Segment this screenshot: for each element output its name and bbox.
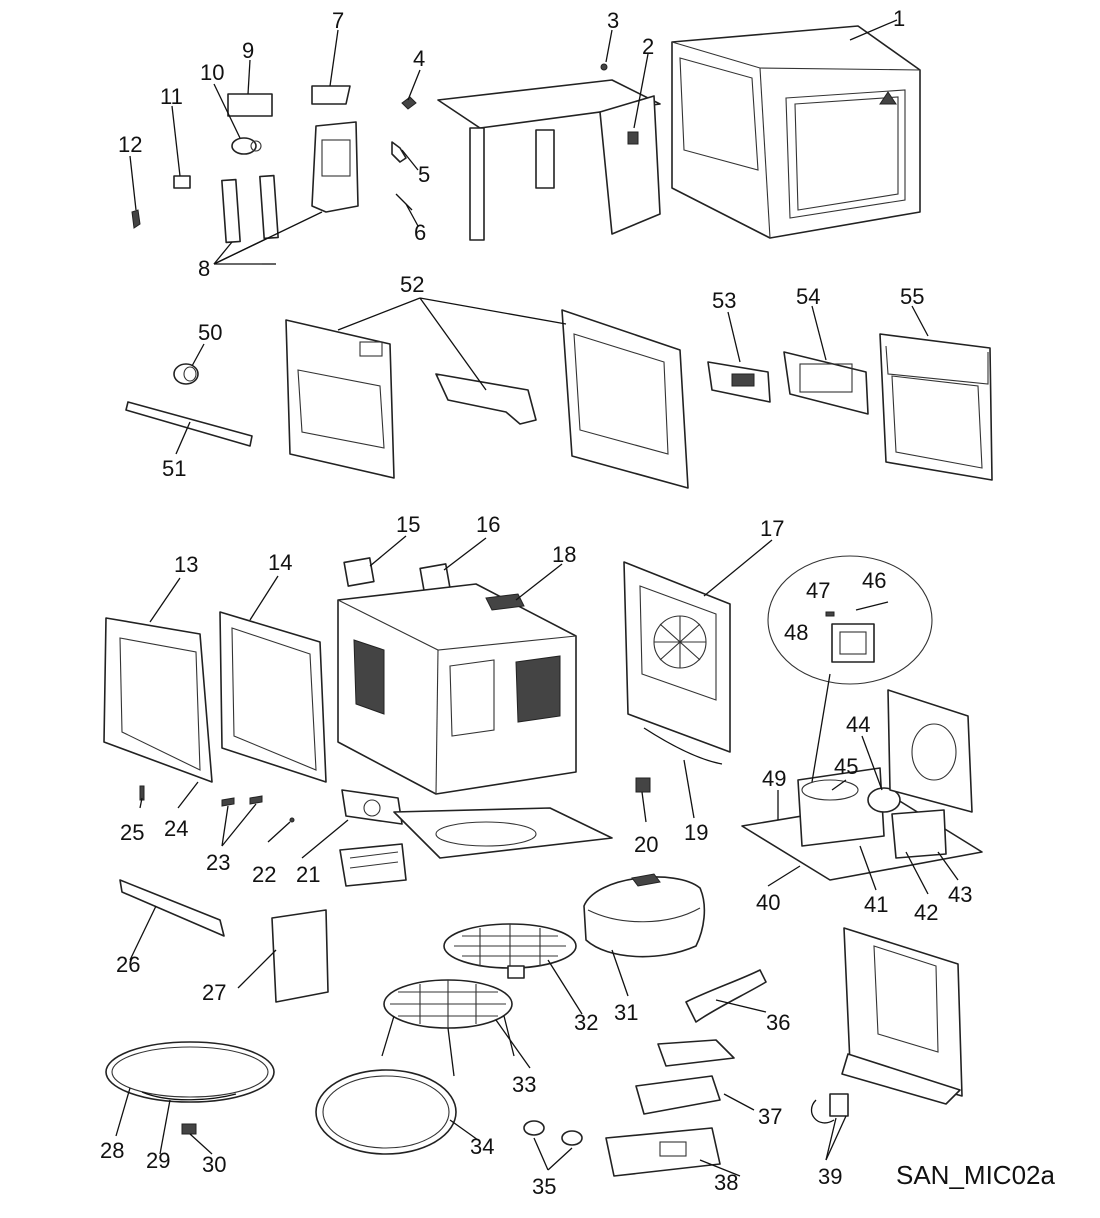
part-27-cover-plate	[271, 909, 329, 1003]
callout-25: 25	[120, 820, 144, 845]
callout-26: 26	[116, 952, 140, 977]
callout-22: 22	[252, 862, 276, 887]
parts-28-30-turntable	[105, 1041, 275, 1135]
callout-46: 46	[862, 568, 886, 593]
callout-52: 52	[400, 272, 424, 297]
callout-37: 37	[758, 1104, 782, 1129]
callout-33: 33	[512, 1072, 536, 1097]
callout-53: 53	[712, 288, 736, 313]
callout-30: 30	[202, 1152, 226, 1177]
callout-40: 40	[756, 890, 780, 915]
part-50-knob	[173, 363, 199, 385]
callout-4: 4	[413, 46, 425, 71]
callout-3: 3	[607, 8, 619, 33]
callout-48: 48	[784, 620, 808, 645]
callout-44: 44	[846, 712, 870, 737]
leaders-row-1	[129, 19, 898, 265]
part-17-back-panel-with-fan	[623, 561, 731, 753]
part-14-door-inner	[219, 611, 327, 783]
callout-13: 13	[174, 552, 198, 577]
callout-12: 12	[118, 132, 142, 157]
callout-39: 39	[818, 1164, 842, 1189]
leaders-row-3	[139, 535, 959, 895]
callout-38: 38	[714, 1170, 738, 1195]
callout-43: 43	[948, 882, 972, 907]
callout-24: 24	[164, 816, 188, 841]
callout-18: 18	[552, 542, 576, 567]
callout-32: 32	[574, 1010, 598, 1035]
callout-labels: 1 2 3 4 5 6 7 8 9 10 11 12 50 51 52 53 5…	[100, 6, 1055, 1199]
callout-14: 14	[268, 550, 292, 575]
callout-21: 21	[296, 862, 320, 887]
part-13-door-outer	[103, 617, 213, 783]
part-39-rear-cover	[810, 927, 963, 1124]
part-55-door-frame	[879, 333, 993, 481]
parts-15-16-motors	[343, 557, 451, 593]
part-32-grill-rack	[443, 923, 577, 979]
callout-51: 51	[162, 456, 186, 481]
part-33-high-rack	[381, 979, 515, 1077]
part-53-circuit-board	[707, 361, 771, 403]
callout-45: 45	[834, 754, 858, 779]
callout-7: 7	[332, 8, 344, 33]
callout-47: 47	[806, 578, 830, 603]
callout-15: 15	[396, 512, 420, 537]
part-18-cavity	[337, 583, 577, 795]
parts-19-22-misc	[139, 727, 723, 887]
leaders-row-2	[175, 297, 929, 455]
drawing-code: SAN_MIC02a	[896, 1160, 1055, 1190]
callout-29: 29	[146, 1148, 170, 1173]
callout-34: 34	[470, 1134, 494, 1159]
part-48-magnetron-detail	[767, 555, 933, 685]
callout-31: 31	[614, 1000, 638, 1025]
part-34-roller-ring	[315, 1069, 457, 1155]
part-54-panel-frame	[783, 351, 869, 415]
part-2-back-plate	[437, 79, 661, 241]
callout-50: 50	[198, 320, 222, 345]
callout-16: 16	[476, 512, 500, 537]
part-36-handle	[685, 969, 767, 1023]
callout-28: 28	[100, 1138, 124, 1163]
part-52-control-panel-assembly	[285, 309, 689, 489]
callout-5: 5	[418, 162, 430, 187]
callout-54: 54	[796, 284, 820, 309]
parts-40-49-chassis	[741, 673, 983, 881]
callout-42: 42	[914, 900, 938, 925]
leaders-row-4	[115, 905, 847, 1177]
callout-8: 8	[198, 256, 210, 281]
callout-11: 11	[160, 84, 183, 109]
part-1-outer-cabinet	[671, 25, 921, 239]
callout-19: 19	[684, 820, 708, 845]
callout-55: 55	[900, 284, 924, 309]
callout-23: 23	[206, 850, 230, 875]
callout-1: 1	[893, 6, 905, 31]
callout-17: 17	[760, 516, 784, 541]
part-31-crisper-pan	[583, 873, 706, 958]
callout-2: 2	[642, 34, 654, 59]
callout-35: 35	[532, 1174, 556, 1199]
callout-20: 20	[634, 832, 658, 857]
parts-3-12-small-components	[131, 63, 608, 265]
callout-36: 36	[766, 1010, 790, 1035]
part-26-trim	[119, 879, 225, 937]
callout-41: 41	[864, 892, 888, 917]
parts-35-38-electronics	[523, 1039, 735, 1177]
callout-10: 10	[200, 60, 224, 85]
callout-27: 27	[202, 980, 226, 1005]
callout-9: 9	[242, 38, 254, 63]
callout-49: 49	[762, 766, 786, 791]
callout-6: 6	[414, 220, 426, 245]
